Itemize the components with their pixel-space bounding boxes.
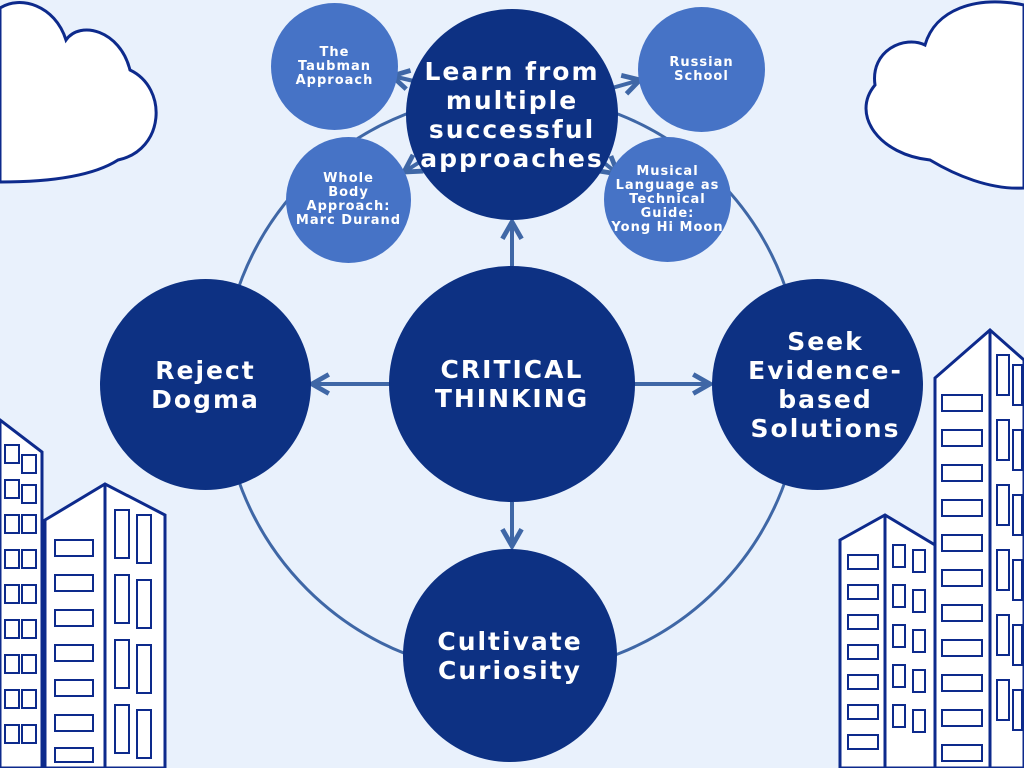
arrow-to-russian <box>611 73 645 96</box>
connector-arrows <box>307 68 715 551</box>
node-moon-label: Musical Language as Technical Guide: Yon… <box>611 163 724 235</box>
node-reject-dogma: Reject Dogma <box>100 279 311 490</box>
node-taubman-approach: The Taubman Approach <box>271 3 398 130</box>
node-curiosity-label: Cultivate Curiosity <box>437 626 583 685</box>
cloud-right-icon <box>864 0 1024 190</box>
center-label: CRITICAL THINKING <box>434 355 590 413</box>
node-reject-label: Reject Dogma <box>151 355 260 414</box>
node-cultivate-curiosity: Cultivate Curiosity <box>403 549 617 762</box>
node-learn-label: Learn from multiple successful approache… <box>420 56 604 173</box>
buildings-left-icon <box>0 418 167 768</box>
node-whole-body-approach: Whole Body Approach: Marc Durand <box>286 137 411 263</box>
node-russian-label: Russian School <box>669 54 734 84</box>
cloud-left-icon <box>0 1 158 184</box>
buildings-right-icon <box>838 328 1024 768</box>
node-taubman-label: The Taubman Approach <box>295 44 374 88</box>
node-russian-school: Russian School <box>638 7 765 132</box>
node-seek-evidence: Seek Evidence- based Solutions <box>712 279 923 490</box>
node-durand-label: Whole Body Approach: Marc Durand <box>295 171 402 228</box>
center-node: CRITICAL THINKING <box>389 266 635 502</box>
node-learn-approaches: Learn from multiple successful approache… <box>406 9 618 220</box>
node-musical-language: Musical Language as Technical Guide: Yon… <box>604 137 731 262</box>
node-seek-label: Seek Evidence- based Solutions <box>748 326 903 443</box>
